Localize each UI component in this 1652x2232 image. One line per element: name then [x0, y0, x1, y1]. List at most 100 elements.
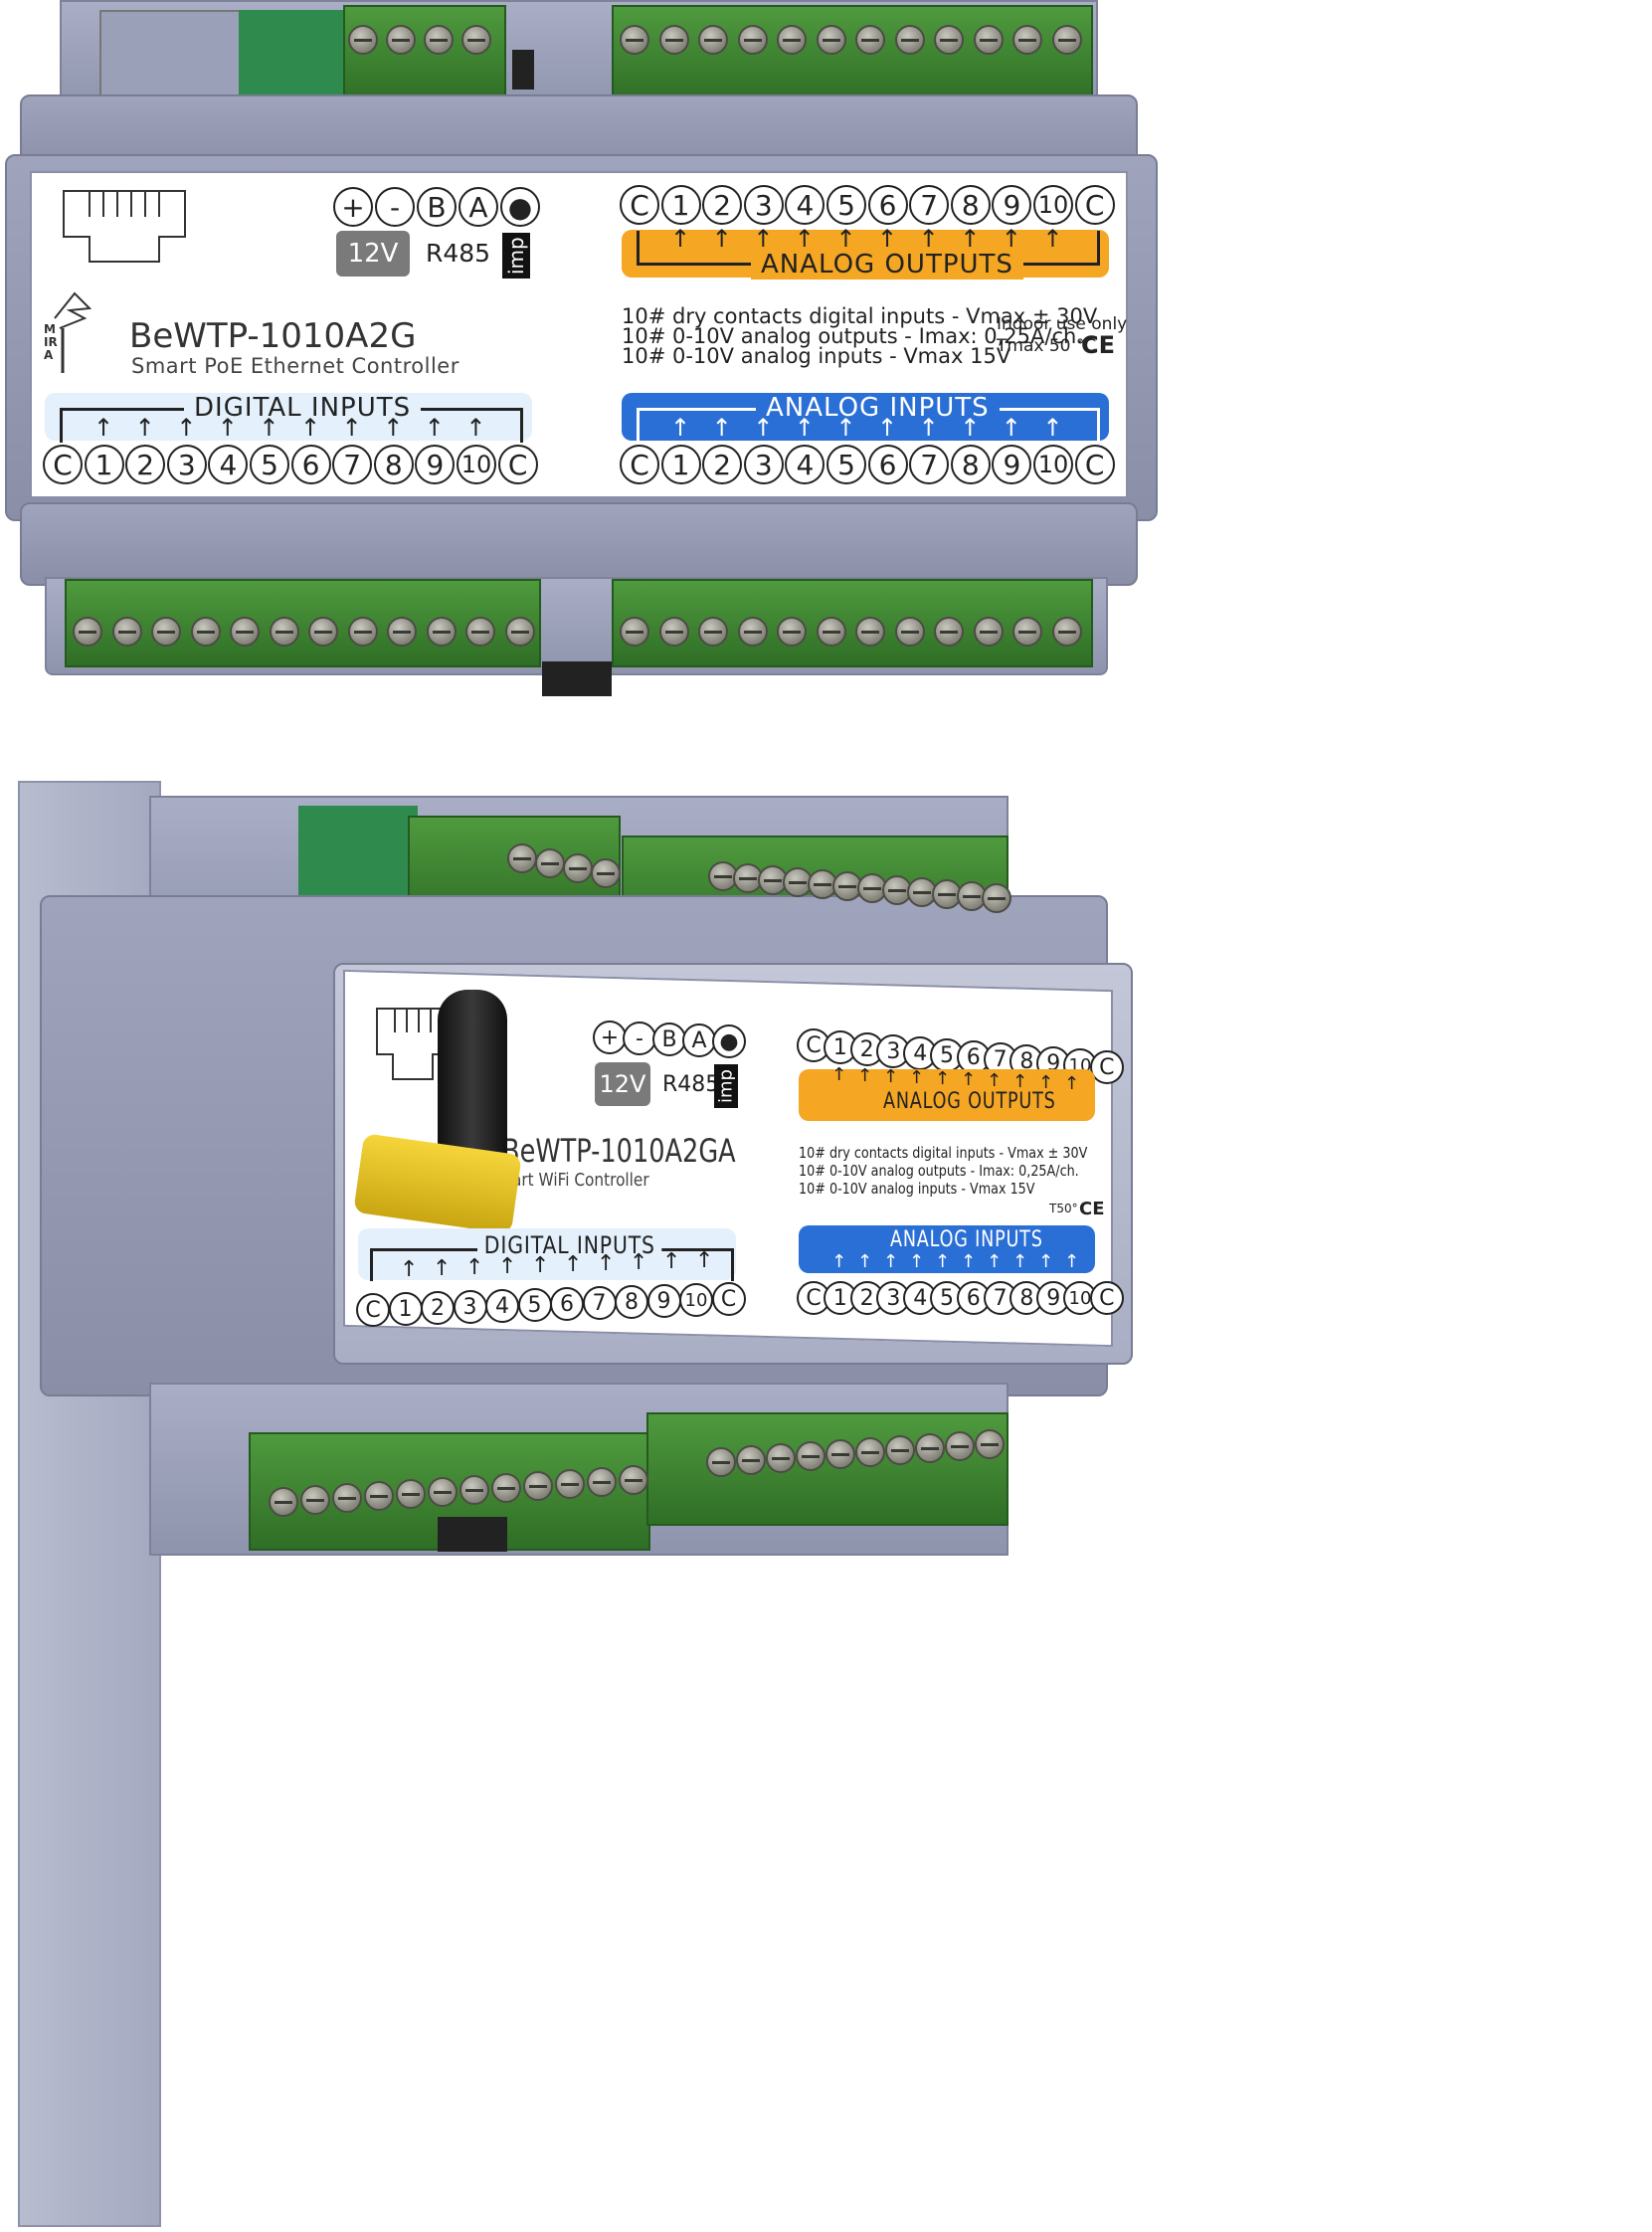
bottom-ai-arrow-icon: ↑ — [1012, 1251, 1028, 1272]
bus-minus: - — [375, 187, 415, 227]
top-ao-channel-10: 10 — [1033, 185, 1073, 225]
bottom-lower-b-screw — [975, 1429, 1005, 1459]
top-device-rail-lower — [20, 502, 1138, 586]
bot-analog-screw — [934, 617, 964, 647]
bottom-lower-b-screw — [915, 1433, 945, 1463]
bot-digital-screw — [347, 617, 378, 647]
bottom-ai-arrow-icon: ↑ — [1038, 1251, 1054, 1272]
bot-digital-screw — [230, 617, 260, 647]
bottom-lower-b-screw — [826, 1439, 855, 1469]
bottom-top-out-screw — [982, 883, 1011, 913]
bottom-ao-arrow-icon: ↑ — [857, 1065, 873, 1086]
imp-label: imp — [502, 233, 530, 279]
top-ai-channel-c-left: C — [620, 445, 659, 484]
bottom-lower-a-screw — [332, 1483, 362, 1513]
bottom-di-arrow-icon: ↑ — [564, 1252, 583, 1277]
bottom-ai-arrow-icon: ↑ — [961, 1251, 977, 1272]
top-ao-channel-9: 9 — [992, 185, 1032, 225]
bottom-lower-b-screw — [766, 1443, 796, 1473]
bottom-ce-mark-icon: CE — [1079, 1199, 1105, 1219]
bottom-ao-arrow-icon: ↑ — [1038, 1072, 1054, 1093]
spec-line-1: 10# dry contacts digital inputs - Vmax ±… — [622, 304, 1098, 328]
bottom-ao-arrow-icon: ↑ — [1064, 1073, 1080, 1094]
top-ao-channel-5: 5 — [826, 185, 866, 225]
bottom-di-channel-4: 4 — [485, 1289, 519, 1323]
bottom-ao-arrow-icon: ↑ — [961, 1069, 977, 1090]
bottom-ao-arrow-icon: ↑ — [831, 1064, 847, 1085]
bot-digital-screw — [504, 617, 535, 647]
bottom-ao-arrow-icon: ↑ — [987, 1070, 1003, 1091]
pcb-green — [239, 10, 348, 109]
bottom-bus-minus: - — [623, 1022, 656, 1055]
spec-line-2: 10# 0-10V analog outputs - Imax: 0,25A/c… — [622, 324, 1083, 348]
top-subtitle: Smart PoE Ethernet Controller — [131, 354, 459, 378]
bottom-lower-terminal-b — [646, 1412, 1009, 1526]
mira-logo-icon — [54, 291, 92, 373]
bottom-lower-a-screw — [300, 1485, 330, 1515]
bottom-spec-line-3: 10# 0-10V analog inputs - Vmax 15V — [799, 1180, 1035, 1198]
top-ao-channel-1: 1 — [660, 185, 701, 225]
bottom-spec-line-2: 10# 0-10V analog outputs - Imax: 0,25A/c… — [799, 1162, 1079, 1180]
top-di-channel-3: 3 — [166, 445, 207, 484]
top-di-channel-2: 2 — [125, 445, 166, 484]
top-ai-arrow-icon: ↑ — [960, 414, 981, 442]
top-ai-arrow-icon: ↑ — [1042, 414, 1063, 442]
power-badge: 12V — [336, 231, 410, 277]
top-ai-channel-3: 3 — [743, 445, 784, 484]
top-out-screw — [1051, 25, 1082, 55]
bottom-ao-arrow-icon: ↑ — [909, 1067, 925, 1088]
top-ai-channel-c-right: C — [1074, 445, 1115, 484]
bottom-lower-a-screw — [396, 1479, 426, 1509]
top-terminal-block-outputs — [612, 5, 1093, 103]
bot-analog-screw — [737, 617, 768, 647]
top-di-arrow-icon: ↑ — [300, 414, 321, 442]
top-ai-arrow-icon: ↑ — [835, 414, 856, 442]
bottom-analog-outputs-bar — [799, 1069, 1095, 1121]
bottom-top-out-screw — [957, 881, 987, 911]
top-ao-arrow-icon: ↑ — [711, 225, 732, 253]
bottom-analog-inputs-bar — [799, 1225, 1095, 1273]
top-out-screw — [737, 25, 768, 55]
top-di-arrow-icon: ↑ — [341, 414, 362, 442]
top-ai-channel-1: 1 — [660, 445, 701, 484]
top-bus-screw — [461, 25, 491, 55]
top-di-channel-c-left: C — [43, 445, 83, 484]
bottom-imp-label: imp — [714, 1064, 738, 1108]
bottom-bus-label: R485 — [662, 1072, 720, 1097]
top-ao-arrow-icon: ↑ — [960, 225, 981, 253]
bottom-ai-arrow-icon: ↑ — [909, 1251, 925, 1272]
bottom-lower-a-screw — [619, 1465, 648, 1495]
bottom-lower-a-screw — [269, 1487, 298, 1517]
top-di-arrow-icon: ↑ — [134, 414, 155, 442]
bottom-subtitle: art WiFi Controller — [512, 1170, 649, 1191]
bottom-ai-arrow-icon: ↑ — [1064, 1251, 1080, 1272]
bot-analog-screw — [855, 617, 885, 647]
top-ao-channel-c-right: C — [1074, 185, 1115, 225]
bottom-digital-inputs-title: DIGITAL INPUTS — [477, 1231, 662, 1259]
bot-analog-screw — [1051, 617, 1082, 647]
bottom-ai-channel-2: 2 — [849, 1281, 884, 1315]
top-ao-channel-8: 8 — [950, 185, 991, 225]
top-di-channel-5: 5 — [250, 445, 289, 484]
bottom-ai-channel-c-right: C — [1089, 1281, 1124, 1315]
bottom-di-channel-c-left: C — [356, 1293, 390, 1327]
bottom-top-bus-screw — [507, 843, 537, 873]
bottom-ao-channel-4: 4 — [903, 1036, 938, 1070]
top-ai-channel-10: 10 — [1033, 445, 1073, 484]
top-ao-arrow-icon: ↑ — [1042, 225, 1063, 253]
bottom-di-channel-2: 2 — [421, 1291, 455, 1325]
bot-digital-screw — [465, 617, 495, 647]
top-di-channel-1: 1 — [84, 445, 124, 484]
bottom-ai-arrow-icon: ↑ — [935, 1251, 951, 1272]
bottom-di-arrow-icon: ↑ — [662, 1249, 681, 1274]
top-ao-channel-7: 7 — [909, 185, 950, 225]
top-di-channel-6: 6 — [290, 445, 331, 484]
bottom-lower-b-screw — [855, 1437, 885, 1467]
mira-logo-text: MIRA — [44, 322, 58, 362]
bottom-di-arrow-icon: ↑ — [498, 1254, 517, 1279]
top-ao-arrow-icon: ↑ — [918, 225, 939, 253]
bottom-lower-a-screw — [587, 1467, 617, 1497]
top-bus-screw — [424, 25, 454, 55]
top-ao-arrow-icon: ↑ — [670, 225, 691, 253]
indoor-text: Indoor use only — [997, 314, 1128, 334]
